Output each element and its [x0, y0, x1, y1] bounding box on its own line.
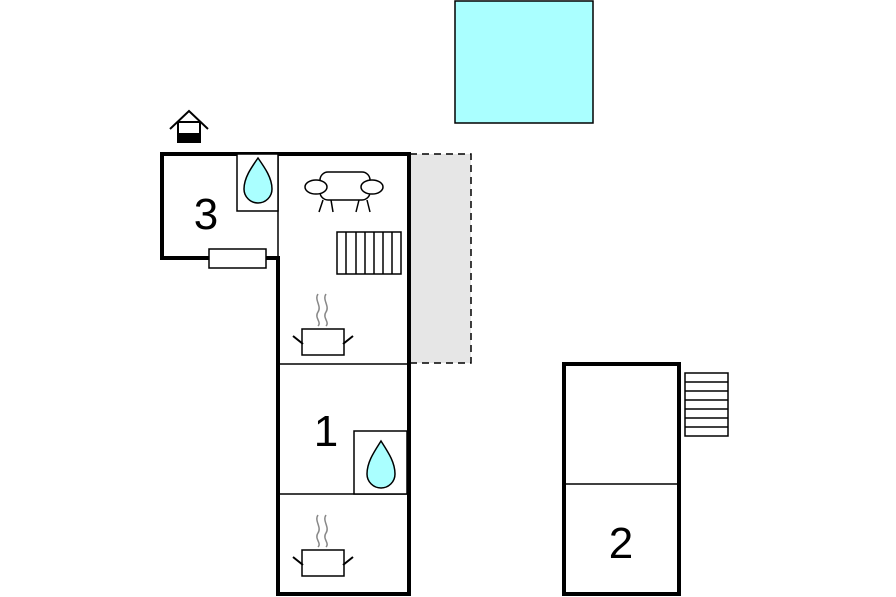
building-b [562, 362, 681, 596]
kitchen-icon [292, 514, 354, 577]
terrace [409, 153, 472, 364]
window [208, 248, 267, 269]
sofa-icon [304, 171, 384, 213]
bathroom-icon [353, 430, 408, 495]
radiator-icon [336, 231, 402, 275]
room-label-1: 1 [314, 407, 338, 456]
pool [454, 0, 594, 124]
room-label-2: 2 [609, 519, 633, 568]
stairs-icon [684, 372, 729, 437]
kitchen-icon [292, 293, 354, 356]
room-label-3: 3 [194, 190, 218, 239]
bathroom-icon [236, 153, 279, 212]
house-icon [169, 109, 209, 143]
